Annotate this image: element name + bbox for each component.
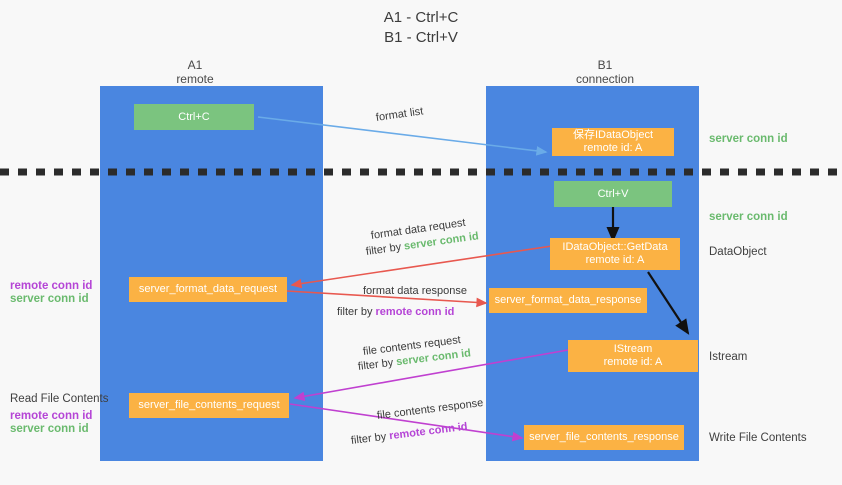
box-server-format-data-request-label: server_format_data_request: [138, 283, 278, 295]
box-server-format-data-response[interactable]: server_format_data_response: [489, 288, 647, 313]
arrow-label-format-data-response-filter: filter by remote conn id: [337, 305, 454, 319]
label-read-file-contents: Read File Contents: [10, 393, 109, 405]
box-server-format-data-request[interactable]: server_format_data_request: [129, 277, 287, 302]
arrow-label-format-data-response: format data response: [363, 285, 467, 297]
column-header-b1: B1 connection: [530, 58, 680, 86]
arrow-label-file-contents-response-filter: filter by remote conn id: [350, 420, 468, 448]
filter-value: remote conn id: [375, 306, 455, 318]
box-ctrl-v-label: Ctrl+V: [597, 187, 629, 200]
arrow-label-format-list: format list: [375, 105, 425, 124]
box-idataobject-getdata[interactable]: IDataObject::GetData remote id: A: [550, 238, 680, 270]
label-dataobject: DataObject: [709, 246, 767, 258]
title-line-1: A1 - Ctrl+C: [383, 9, 459, 26]
label-server-conn-id-file: server conn id: [10, 423, 89, 435]
label-server-conn-id-top: server conn id: [709, 133, 788, 145]
arrow-label-file-contents-response: file contents response: [376, 397, 484, 422]
label-istream: Istream: [709, 351, 748, 363]
box-server-file-contents-request[interactable]: server_file_contents_request: [129, 393, 289, 418]
column-a1-name: A1: [187, 58, 203, 72]
filter-value: remote conn id: [388, 420, 469, 443]
box-istream[interactable]: IStream remote id: A: [568, 340, 698, 372]
box-save-idataobject-line2: remote id: A: [583, 142, 643, 154]
box-save-idataobject-line1: 保存IDataObject: [572, 129, 654, 141]
box-server-file-contents-response[interactable]: server_file_contents_response: [524, 425, 684, 450]
label-server-conn-id-format: server conn id: [10, 293, 89, 305]
column-b1-name: B1: [597, 58, 613, 72]
column-header-a1: A1 remote: [120, 58, 270, 86]
filter-prefix: filter by: [350, 430, 390, 447]
box-getdata-line1: IDataObject::GetData: [562, 241, 668, 253]
box-ctrl-v[interactable]: Ctrl+V: [554, 181, 672, 207]
box-getdata-line2: remote id: A: [585, 254, 645, 266]
column-a1-sub: remote: [176, 72, 214, 86]
column-b1-sub: connection: [575, 72, 635, 86]
label-remote-conn-id-format: remote conn id: [10, 280, 93, 292]
box-istream-line1: IStream: [613, 343, 653, 355]
filter-prefix: filter by: [357, 356, 397, 373]
title-line-2: B1 - Ctrl+V: [384, 29, 458, 46]
box-ctrl-c[interactable]: Ctrl+C: [134, 104, 254, 130]
page-title: A1 - Ctrl+C B1 - Ctrl+V: [0, 8, 842, 48]
label-server-conn-id-mid: server conn id: [709, 211, 788, 223]
box-server-file-contents-request-label: server_file_contents_request: [138, 399, 280, 411]
filter-prefix: filter by: [337, 306, 376, 318]
filter-prefix: filter by: [365, 240, 405, 258]
box-save-idataobject[interactable]: 保存IDataObject remote id: A: [552, 128, 674, 156]
box-server-format-data-response-label: server_format_data_response: [494, 294, 642, 306]
box-ctrl-c-label: Ctrl+C: [178, 110, 210, 123]
label-remote-conn-id-file: remote conn id: [10, 410, 93, 422]
label-write-file-contents: Write File Contents: [709, 432, 807, 444]
box-server-file-contents-response-label: server_file_contents_response: [529, 431, 679, 443]
box-istream-line2: remote id: A: [603, 356, 663, 368]
